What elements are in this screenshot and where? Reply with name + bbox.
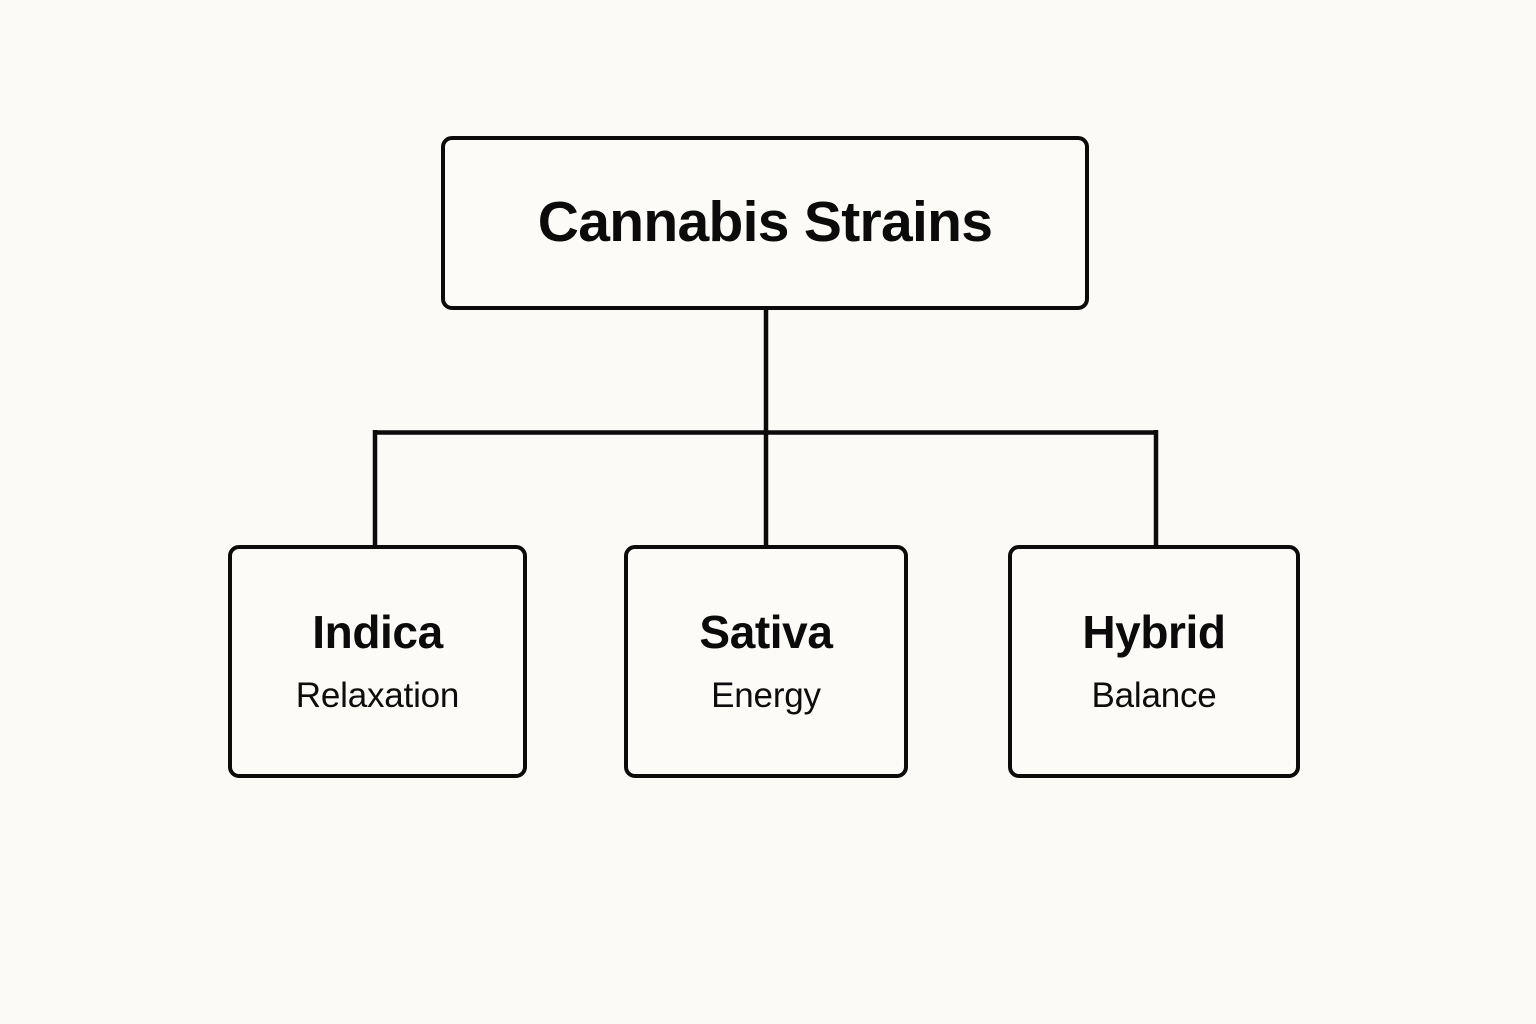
node-indica[interactable]: Indica Relaxation (228, 545, 527, 778)
node-title: Indica (312, 605, 443, 658)
node-title: Cannabis Strains (537, 190, 993, 255)
node-subtitle: Balance (1091, 676, 1217, 716)
node-subtitle: Relaxation (295, 676, 460, 716)
node-title: Sativa (699, 605, 833, 658)
node-hybrid[interactable]: Hybrid Balance (1008, 545, 1300, 778)
node-sativa[interactable]: Sativa Energy (624, 545, 908, 778)
node-title: Hybrid (1082, 605, 1226, 658)
node-cannabis-strains[interactable]: Cannabis Strains (441, 136, 1089, 310)
node-subtitle: Energy (711, 676, 821, 716)
